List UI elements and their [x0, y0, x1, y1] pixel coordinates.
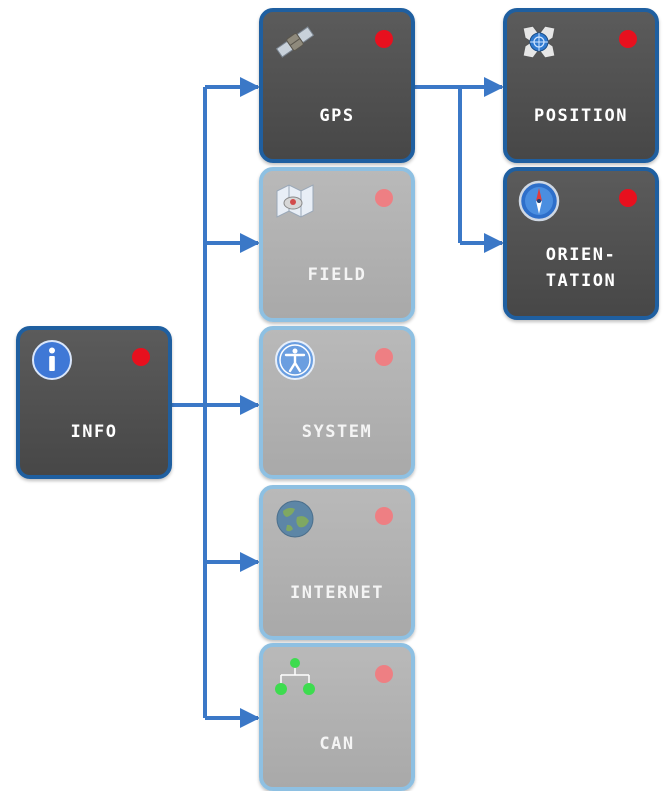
internet-tile[interactable]: INTERNET — [259, 485, 415, 640]
globe-icon — [276, 500, 314, 538]
tile-label: GPS — [319, 106, 355, 126]
status-indicator — [375, 348, 393, 366]
info-tile[interactable]: INFO — [16, 326, 172, 479]
satellite-icon — [275, 26, 315, 58]
system-tile[interactable]: SYSTEM — [259, 326, 415, 479]
tile-label: INTERNET — [290, 583, 384, 603]
accessibility-icon — [275, 340, 315, 380]
tile-label: SYSTEM — [301, 422, 373, 442]
tile-label: ORIEN- TATION — [545, 245, 617, 291]
tile-label: FIELD — [307, 265, 367, 285]
field-map-icon — [276, 184, 314, 218]
status-indicator — [375, 507, 393, 525]
network-icon — [275, 658, 315, 695]
status-indicator — [375, 189, 393, 207]
tile-label: INFO — [70, 422, 118, 442]
crosshair-icon — [522, 25, 556, 59]
info-icon — [32, 340, 72, 380]
status-indicator — [619, 189, 637, 207]
orientation-tile[interactable]: ORIEN- TATION — [503, 167, 659, 320]
tile-label: POSITION — [534, 106, 628, 126]
compass-icon — [518, 180, 560, 222]
tile-label: CAN — [319, 734, 355, 754]
status-indicator — [619, 30, 637, 48]
status-indicator — [132, 348, 150, 366]
status-indicator — [375, 665, 393, 683]
gps-tile[interactable]: GPS — [259, 8, 415, 163]
can-tile[interactable]: CAN — [259, 643, 415, 791]
status-indicator — [375, 30, 393, 48]
field-tile[interactable]: FIELD — [259, 167, 415, 322]
position-tile[interactable]: POSITION — [503, 8, 659, 163]
